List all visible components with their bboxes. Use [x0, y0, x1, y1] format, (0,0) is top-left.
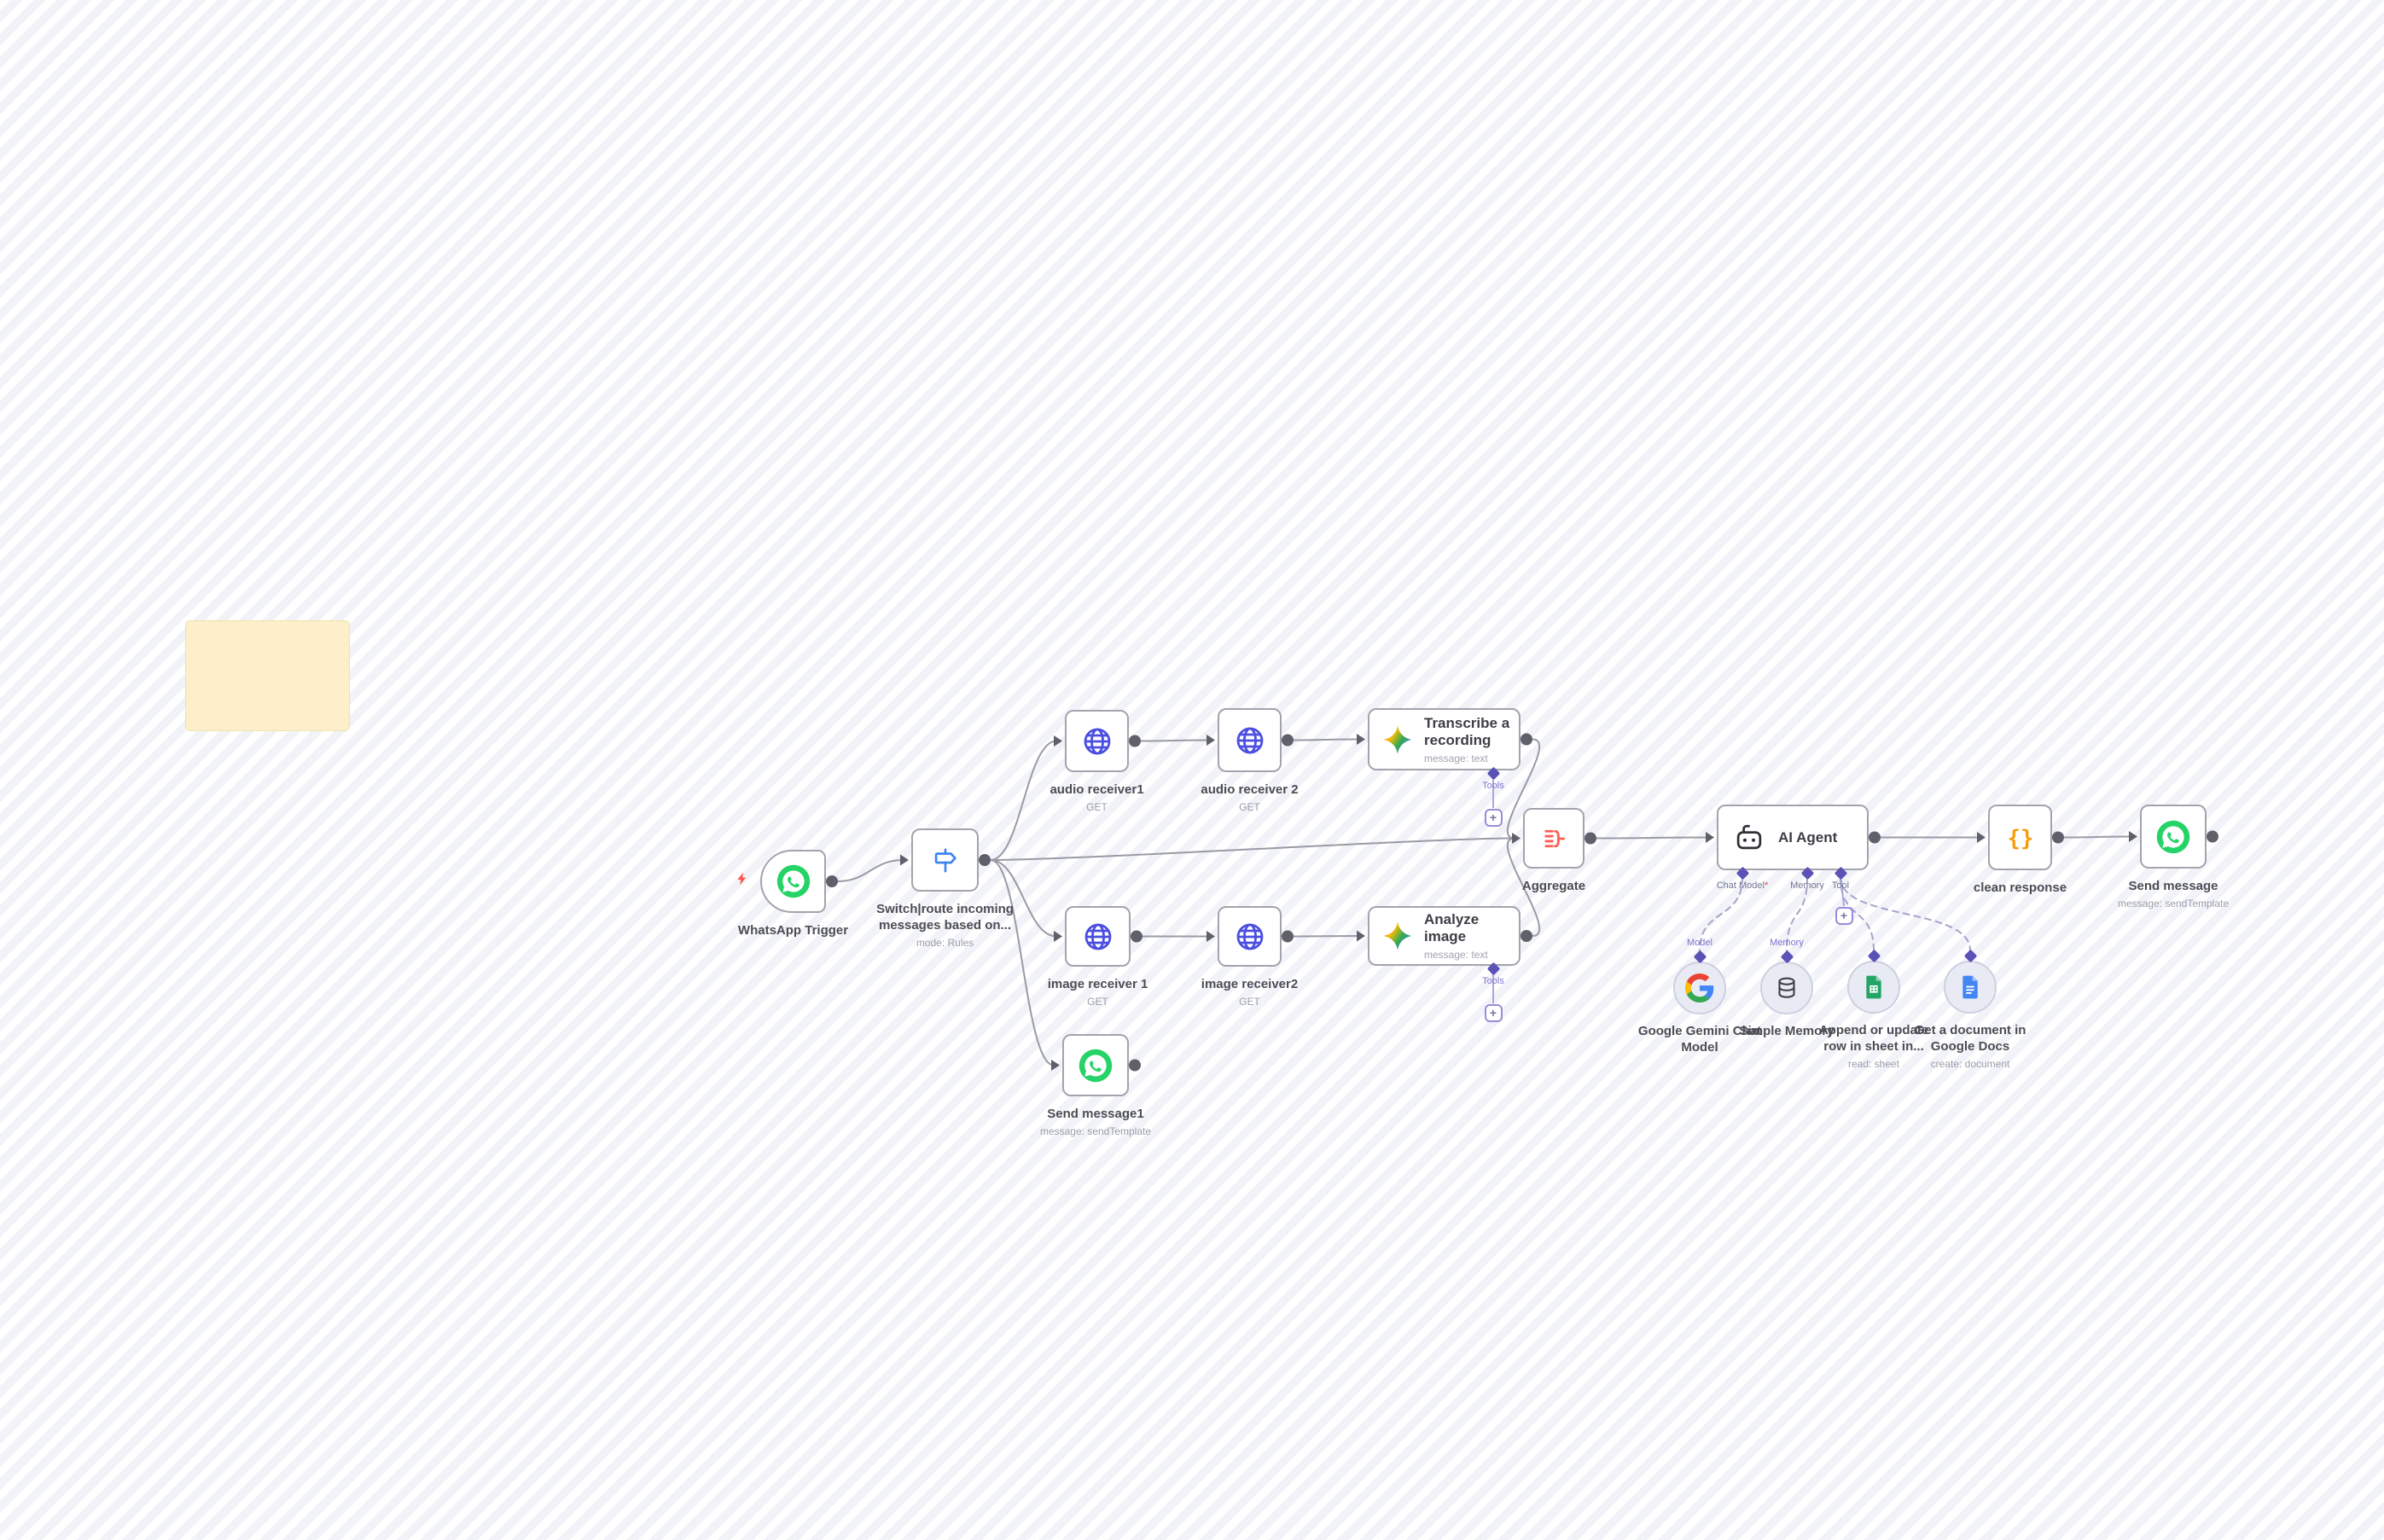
- output-port-dot[interactable]: [1282, 930, 1294, 943]
- whatsapp-trigger-node[interactable]: [760, 850, 826, 913]
- connection-switch-to-sendmsg1: [990, 859, 1055, 1066]
- output-port-dot[interactable]: [826, 875, 838, 887]
- audio-receiver1-node[interactable]: [1065, 710, 1129, 772]
- google-icon: [1685, 973, 1714, 1002]
- google-gemini-chat-model-node[interactable]: [1673, 962, 1726, 1014]
- globe-icon: [1080, 919, 1116, 955]
- switch-icon: [927, 842, 963, 878]
- input-port-arrow: [1054, 735, 1062, 747]
- output-port-dot[interactable]: [1521, 930, 1532, 942]
- input-port-arrow: [1051, 1060, 1060, 1071]
- input-port-arrow: [1357, 930, 1365, 942]
- node-subtitle: message: text: [1424, 752, 1488, 764]
- output-port-dot[interactable]: [1129, 1059, 1141, 1072]
- connection-transcribe-to-aggregate: [1507, 738, 1540, 840]
- send-message-node[interactable]: [2140, 805, 2207, 869]
- switch-node[interactable]: [911, 828, 979, 892]
- connection-aiagent-to-gemini_model: [1699, 876, 1743, 952]
- svg-text:{}: {}: [2007, 826, 2033, 851]
- connection-aiagent-to-memory: [1786, 876, 1808, 952]
- globe-icon: [1232, 919, 1268, 955]
- whatsapp-icon: [776, 863, 811, 899]
- node-title-line: Transcribe a: [1424, 714, 1510, 731]
- output-port-dot[interactable]: [2052, 831, 2064, 844]
- append-or-update-row-sheet-node[interactable]: [1847, 961, 1900, 1014]
- connection-clean-to-sendmsg: [2063, 835, 2132, 839]
- code-icon: {}: [2002, 819, 2039, 857]
- input-port-arrow: [1357, 734, 1365, 745]
- output-port-dot[interactable]: [1869, 831, 1881, 844]
- node-inner-text: Analyze image message: text: [1424, 911, 1519, 961]
- input-port-arrow: [1207, 735, 1215, 746]
- add-tool-button[interactable]: +: [1835, 906, 1853, 925]
- output-port-dot[interactable]: [979, 854, 991, 866]
- gemini-icon: [1381, 724, 1414, 756]
- connection-switch-to-aggregate: [990, 837, 1515, 861]
- image-receiver2-node[interactable]: [1218, 906, 1282, 967]
- gemini-icon: [1381, 920, 1414, 952]
- input-port-arrow: [1207, 931, 1215, 942]
- aggregate-icon: [1537, 822, 1571, 856]
- node-title: Analyze image: [1424, 911, 1519, 945]
- audio-receiver2-node[interactable]: [1218, 708, 1282, 772]
- docs-icon: [1957, 973, 1984, 1001]
- trigger-bolt-icon: [735, 871, 750, 891]
- node-title: AI Agent: [1778, 829, 1837, 846]
- connection-aiagent-to-sheets: [1840, 876, 1875, 951]
- database-icon: [1772, 973, 1801, 1002]
- aggregate-node[interactable]: [1523, 808, 1584, 869]
- node-title-line: recording: [1424, 731, 1491, 748]
- ai-agent-node[interactable]: AI Agent: [1717, 805, 1869, 870]
- input-port-arrow: [1977, 832, 1986, 843]
- connection-aiagent-to-docs: [1840, 876, 1971, 951]
- connection-image2-to-analyze: [1293, 935, 1360, 938]
- connection-switch-to-image1: [990, 859, 1057, 938]
- connection-switch-to-audio1: [990, 740, 1057, 861]
- clean-response-node[interactable]: {}: [1988, 805, 2052, 870]
- whatsapp-icon: [1078, 1048, 1114, 1084]
- node-subtitle: message: text: [1424, 949, 1488, 961]
- image-receiver1-node[interactable]: [1065, 906, 1131, 967]
- output-port-dot[interactable]: [1129, 735, 1141, 747]
- output-port-dot[interactable]: [1131, 930, 1143, 943]
- sticky-note[interactable]: [185, 620, 350, 731]
- input-port-arrow: [1054, 931, 1062, 942]
- output-port-dot[interactable]: [1282, 734, 1294, 747]
- add-tool-button[interactable]: +: [1484, 808, 1503, 827]
- input-port-arrow: [1512, 833, 1521, 844]
- node-title-line: AI Agent: [1778, 828, 1838, 846]
- input-port-arrow: [1706, 832, 1714, 843]
- output-port-dot[interactable]: [1584, 832, 1596, 845]
- connection-audio2-to-transcribe: [1293, 738, 1360, 741]
- node-inner-text: AI Agent: [1778, 829, 1837, 846]
- globe-icon: [1232, 723, 1268, 758]
- connection-analyze-to-aggregate: [1507, 837, 1540, 937]
- sheets-icon: [1860, 973, 1887, 1001]
- get-document-google-docs-node[interactable]: [1944, 961, 1997, 1014]
- analyze-image-node[interactable]: Analyze image message: text: [1368, 906, 1521, 966]
- send-message1-node[interactable]: [1062, 1034, 1129, 1096]
- output-port-dot[interactable]: [2207, 830, 2218, 843]
- input-port-arrow: [2129, 831, 2137, 842]
- output-port-dot[interactable]: [1521, 733, 1532, 746]
- input-port-arrow: [900, 854, 909, 866]
- connection-whatsapp_trigger-to-switch: [837, 859, 904, 882]
- add-tool-button[interactable]: +: [1484, 1003, 1503, 1022]
- connection-aggregate-to-aiagent: [1596, 836, 1709, 840]
- globe-icon: [1079, 724, 1115, 759]
- node-title-line: Analyze image: [1424, 911, 1480, 944]
- robot-icon: [1730, 819, 1768, 857]
- whatsapp-icon: [2155, 819, 2191, 855]
- simple-memory-node[interactable]: [1760, 962, 1813, 1014]
